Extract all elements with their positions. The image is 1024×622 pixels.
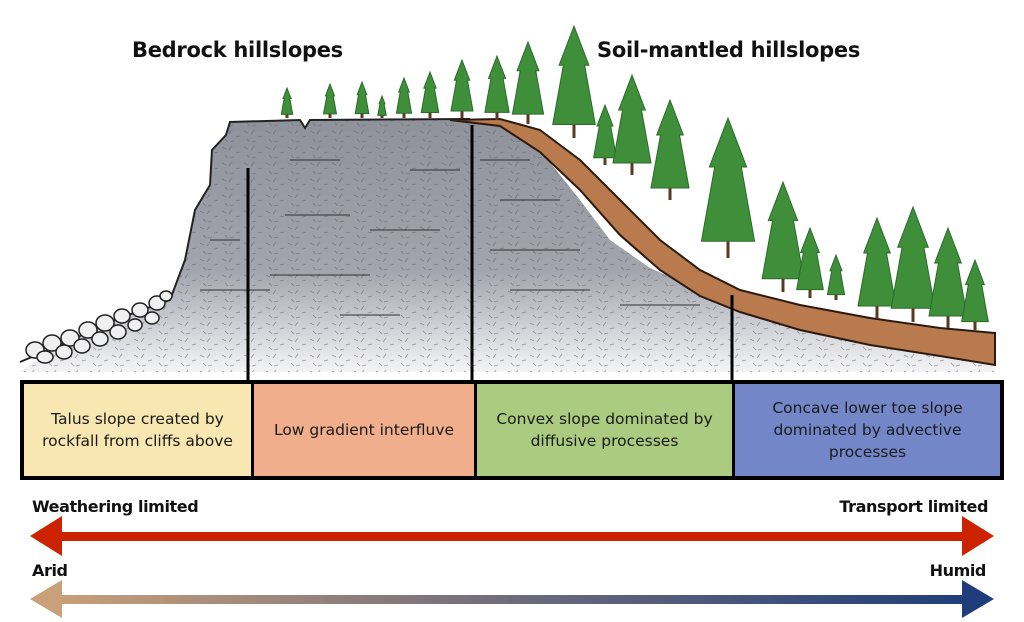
pine-tree-icon <box>377 94 387 116</box>
zone-boxes: Talus slope created by rockfall from cli… <box>20 380 1004 480</box>
pine-tree-icon <box>450 58 474 112</box>
tree-trunk <box>428 111 432 118</box>
pine-tree-icon <box>826 253 846 296</box>
pine-tree-icon <box>322 82 338 115</box>
pine-tree-icon <box>593 103 617 159</box>
pine-tree-icon <box>890 205 936 309</box>
pine-tree-icon <box>961 258 989 323</box>
pine-tree-icon <box>796 226 824 291</box>
pine-tree-icon <box>552 24 596 126</box>
tree-trunk <box>726 237 730 258</box>
pine-tree-icon <box>280 86 294 115</box>
tree-trunk <box>911 304 915 322</box>
tree-trunk <box>668 185 672 200</box>
pine-tree-icon <box>420 70 440 113</box>
tree-trunk <box>360 112 364 118</box>
tree-trunk <box>808 287 812 298</box>
pine-tree-icon <box>700 116 756 242</box>
tree-trunk <box>460 109 464 118</box>
bedrock-hillslopes-title: Bedrock hillslopes <box>132 38 343 62</box>
tree-trunk <box>572 121 576 138</box>
pine-tree-icon <box>650 98 690 189</box>
tree-trunk <box>973 319 977 330</box>
regime-arrow[interactable] <box>30 516 994 556</box>
pine-tree-icon <box>928 226 968 317</box>
zone-convex-slope: Convex slope dominated by diffusive proc… <box>474 384 732 476</box>
tree-trunk <box>875 303 879 318</box>
climate-arrow[interactable] <box>30 580 994 618</box>
zone-concave-toe-slope: Concave lower toe slope dominated by adv… <box>732 384 1000 476</box>
transport-limited-label: Transport limited <box>839 497 988 516</box>
tree-trunk <box>834 293 838 300</box>
tree-trunk <box>328 112 332 118</box>
zone-interfluve: Low gradient interfluve <box>251 384 474 476</box>
pine-tree-icon <box>354 80 370 115</box>
pine-tree-icon <box>395 76 413 114</box>
pine-tree-icon <box>511 40 545 115</box>
humid-label: Humid <box>929 561 987 580</box>
pine-tree-icon <box>857 216 897 307</box>
pine-tree-icon <box>484 54 510 113</box>
soil-mantled-hillslopes-title: Soil-mantled hillslopes <box>597 38 861 62</box>
soil-mantle <box>449 117 996 367</box>
pine-tree-icon <box>761 180 805 280</box>
tree-trunk <box>495 110 499 120</box>
tree-trunk <box>402 112 406 118</box>
talus-rocks <box>25 290 173 364</box>
pine-tree-icon <box>612 73 652 164</box>
zone-talus-slope: Talus slope created by rockfall from cli… <box>24 384 251 476</box>
arid-label: Arid <box>32 561 68 580</box>
weathering-limited-label: Weathering limited <box>32 497 199 516</box>
tree-trunk <box>603 156 607 165</box>
tree-trunk <box>285 113 289 118</box>
tree-trunk <box>946 313 950 328</box>
tree-trunk <box>630 160 634 175</box>
tree-group <box>280 24 989 330</box>
zone-dividers <box>246 125 734 382</box>
tree-trunk <box>781 275 785 292</box>
tree-trunk <box>526 111 530 124</box>
tree-trunk <box>380 114 384 118</box>
